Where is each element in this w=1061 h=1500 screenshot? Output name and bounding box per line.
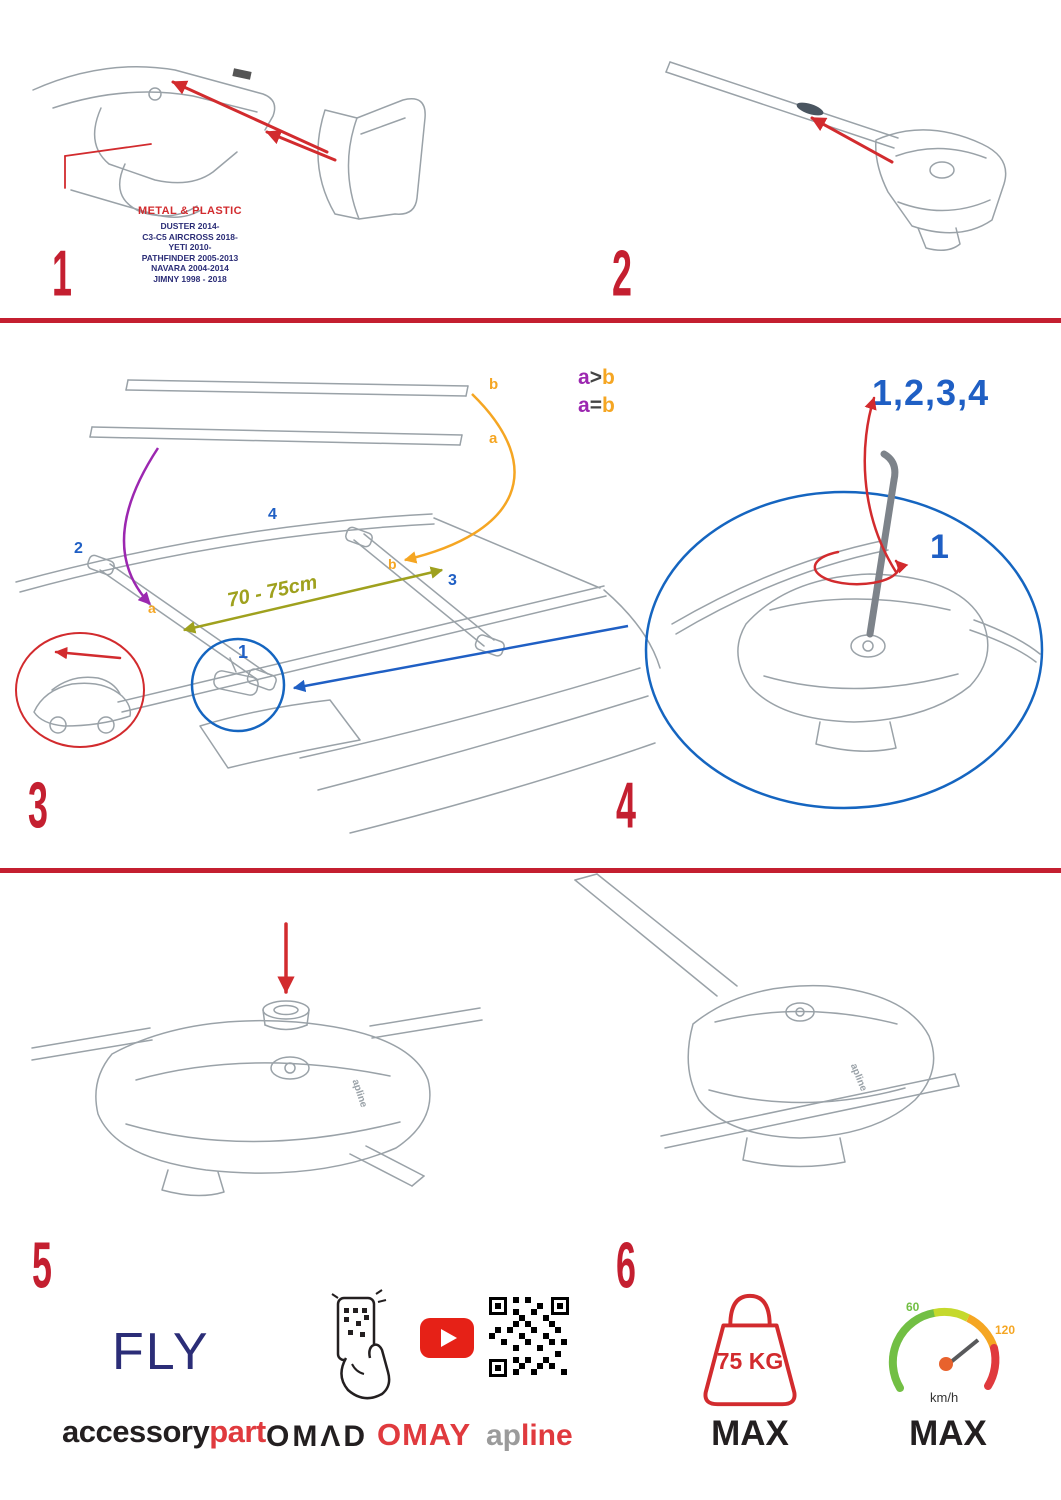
loose-bar-b-label: b	[489, 376, 499, 393]
position-4-label: 4	[268, 506, 277, 523]
bar-slot	[796, 102, 824, 116]
zoom-pointer-arrow	[292, 624, 629, 693]
qr-code	[486, 1294, 572, 1380]
compare-a-gt-b: a>b	[578, 366, 615, 390]
cmp1-a: a	[578, 366, 590, 389]
bar-a-label: a	[148, 600, 156, 616]
zoom-ellipse	[644, 490, 1044, 810]
model-item: PATHFINDER 2005-2013	[141, 252, 239, 263]
brand-accessory-part2: part	[209, 1414, 266, 1449]
model-list: DUSTER 2014- C3-C5 AIRCROSS 2018- YETI 2…	[110, 221, 270, 284]
sequence-pointer-arrow	[863, 396, 898, 574]
orange-guide-arrow	[403, 393, 516, 564]
youtube-icon	[420, 1318, 474, 1358]
step2-bar-drawing	[665, 61, 1007, 251]
product-name: FLY	[112, 1323, 210, 1381]
step2-number: 2	[612, 235, 632, 310]
step4-zoom-drawing	[644, 396, 1044, 810]
scan-phone-icon	[331, 1289, 391, 1400]
position-1-label: 1	[238, 642, 249, 662]
step1-number: 1	[52, 235, 72, 310]
speed-limit-icon	[888, 1307, 1000, 1392]
brand-apline: apline	[486, 1419, 573, 1453]
brand-apline-part2: line	[521, 1419, 573, 1452]
detail-circle	[190, 637, 286, 733]
step3-number: 3	[28, 767, 48, 842]
material-label: METAL & PLASTIC	[138, 205, 242, 217]
distance-arrow	[182, 566, 444, 634]
cmp2-b: b	[601, 394, 615, 417]
compare-a-eq-b: a=b	[578, 394, 615, 418]
step1-clamp-drawing	[32, 66, 426, 220]
section-divider	[0, 868, 1061, 873]
insert-arrow	[810, 116, 894, 164]
step1-arrows	[64, 80, 337, 189]
weight-max-label: MAX	[711, 1414, 789, 1453]
brand-accessory-part1: accessory	[62, 1414, 210, 1449]
section-divider	[0, 318, 1061, 323]
speed-max-label: MAX	[909, 1414, 987, 1453]
foot-body	[687, 984, 935, 1168]
model-item: DUSTER 2014-	[160, 221, 220, 231]
weight-limit-icon	[703, 1293, 797, 1407]
crossbar	[574, 873, 738, 997]
step3-roof-drawing	[15, 379, 661, 834]
weight-limit-value: 75 KG	[716, 1348, 784, 1374]
brand-apline-part1: ap	[486, 1419, 522, 1452]
allen-key	[866, 450, 899, 638]
cmp2-op: =	[589, 394, 602, 417]
roof-rail	[31, 1007, 483, 1061]
step5-cap-drawing	[31, 922, 483, 1197]
step4-number: 4	[616, 767, 636, 842]
brand-omay: OMAY	[377, 1417, 472, 1452]
model-item: C3-C5 AIRCROSS 2018-	[142, 231, 238, 242]
direction-car-badge	[15, 632, 145, 748]
zoom-rail	[671, 539, 1041, 663]
clamp-clip	[232, 68, 252, 80]
foot-body	[95, 1019, 431, 1197]
step5-number: 5	[32, 1227, 52, 1302]
brand-accessorypart: accessorypart	[62, 1414, 266, 1450]
model-item: NAVARA 2004-2014	[151, 263, 229, 273]
zoom-foot	[737, 573, 989, 752]
foot-assembly	[875, 129, 1007, 251]
position-3-label: 3	[448, 572, 457, 589]
brand-omad: OMΛD	[266, 1420, 368, 1453]
cmp1-op: >	[589, 366, 602, 389]
speed-unit-label: km/h	[930, 1390, 959, 1405]
cmp1-b: b	[601, 366, 615, 389]
step4-position-1-label: 1	[930, 528, 949, 566]
model-item: JIMNY 1998 - 2018	[153, 273, 227, 284]
roof-rail	[660, 1073, 960, 1149]
speed-120-label: 120	[995, 1323, 1016, 1337]
circled-foot	[213, 657, 259, 696]
sequence-label: 1,2,3,4	[872, 372, 990, 413]
model-item: YETI 2010-	[168, 242, 212, 252]
car-roof	[15, 513, 661, 834]
bar-b-label: b	[388, 556, 397, 572]
speed-60-label: 60	[906, 1300, 920, 1314]
position-2-label: 2	[74, 540, 83, 557]
loose-bar-b	[125, 379, 469, 397]
cmp2-a: a	[578, 394, 590, 417]
loose-bar-a	[89, 426, 463, 446]
step6-number: 6	[616, 1227, 636, 1302]
loose-bar-a-label: a	[489, 430, 498, 447]
purple-guide-arrow	[122, 447, 160, 605]
crossbar	[665, 61, 899, 149]
mounted-crossbar-right	[345, 526, 505, 657]
front-direction-arrow	[54, 646, 122, 660]
clamp-body	[32, 66, 276, 218]
step6-assembled-drawing	[574, 873, 960, 1168]
cover-cap	[262, 1000, 310, 1031]
